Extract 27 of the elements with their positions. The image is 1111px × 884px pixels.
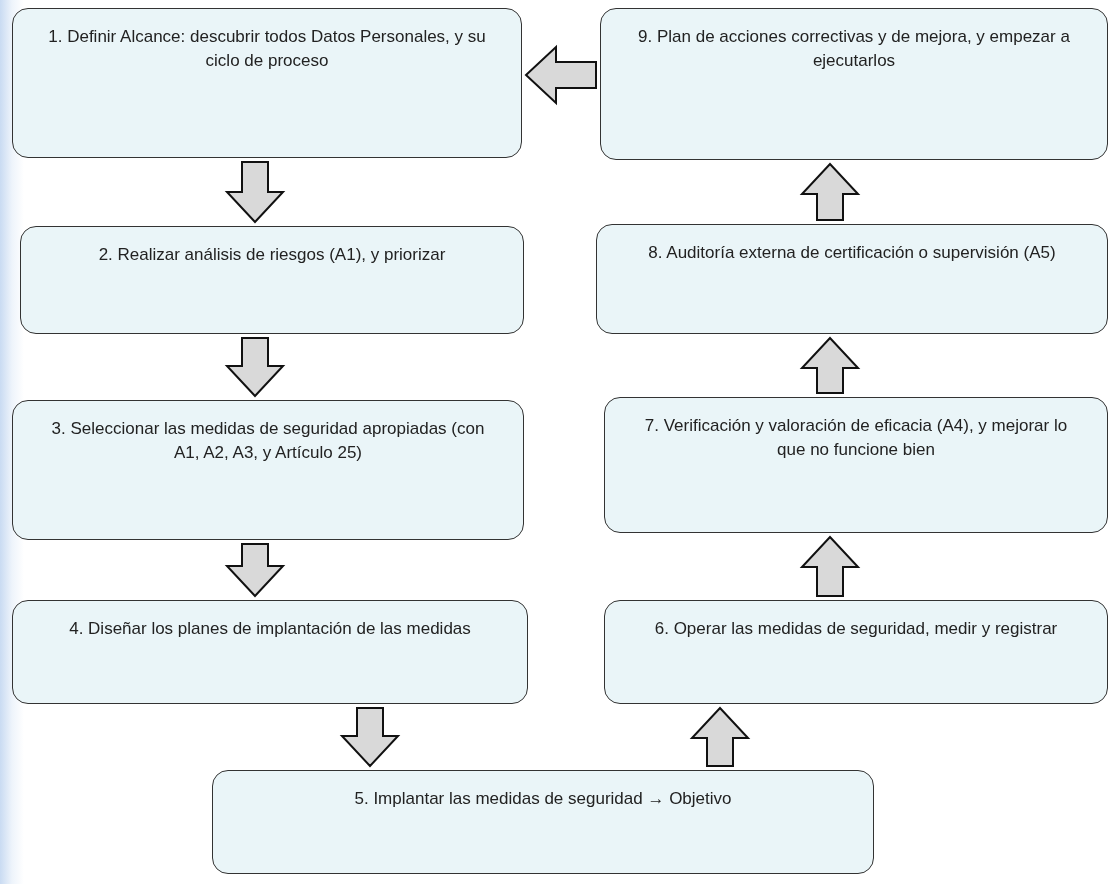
process-box [600,8,1108,160]
step-text: 3. Seleccionar las medidas de seguridad apropiadas (con A1, A2, A3, y Artículo 25) [50,418,486,464]
process-box [20,226,524,334]
block-arrow [799,535,861,597]
block-arrow [524,44,597,106]
block-arrow [799,336,861,394]
block-arrow [339,707,401,768]
block-arrow [224,543,286,598]
block-arrow [224,161,286,224]
block-arrow [799,162,861,221]
process-box [12,400,524,540]
process-box [596,224,1108,334]
process-box [604,600,1108,704]
step-text: 2. Realizar análisis de riesgos (A1), y priorizar [97,244,447,266]
step-text: 4. Diseñar los planes de implantación de las medidas [68,618,472,640]
step-text: 9. Plan de acciones correctivas y de mejora, y empezar a ejecutarlos [637,26,1071,72]
step-text: 8. Auditoría externa de certificación o supervisión (A5) [647,242,1057,264]
step-text: 7. Verificación y valoración de eficacia (A4), y mejorar lo que no funcione bien [643,415,1069,461]
process-box [12,8,522,158]
step-text: 5. Implantar las medidas de seguridad → Objetivo [353,788,733,810]
step-text: 6. Operar las medidas de seguridad, medir y registrar [653,618,1059,640]
block-arrow [689,706,751,767]
block-arrow [224,337,286,398]
step-text: 1. Definir Alcance: descubrir todos Datos Personales, y su ciclo de proceso [47,26,487,72]
process-box [12,600,528,704]
process-box [212,770,874,874]
process-box [604,397,1108,533]
